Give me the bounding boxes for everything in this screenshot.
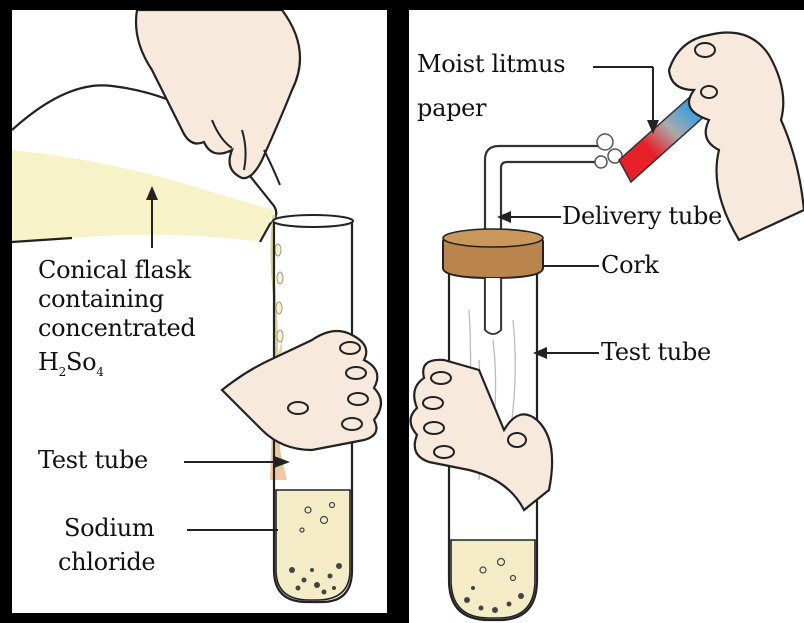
- acid-formula: H2So4: [38, 348, 104, 377]
- sodium-chloride-line-1: Sodium: [64, 514, 154, 543]
- left-panel-acid-pouring: Conical flask containing concentrated H2…: [12, 10, 387, 613]
- acid-drop: [277, 330, 283, 342]
- acid-so: So: [66, 348, 96, 376]
- acid-drop: [276, 302, 282, 314]
- flask-label-line-3: concentrated: [38, 314, 196, 343]
- litmus-label-line-2: paper: [417, 94, 486, 123]
- flask-label-line-2: containing: [38, 285, 164, 314]
- acid-drop: [277, 272, 283, 284]
- sodium-chloride-solid: [276, 490, 350, 600]
- delivery-tube-inner: [485, 278, 501, 334]
- right-holding-hand: [411, 360, 553, 510]
- delivery-tube-label: Delivery tube: [562, 202, 722, 231]
- cork-top: [443, 229, 543, 247]
- gas-puffs: [595, 134, 622, 168]
- flask-label-line-1: Conical flask: [38, 256, 191, 285]
- test-tube-rim: [273, 215, 353, 227]
- acid-sub-4: 4: [96, 365, 103, 379]
- acid-sub-2: 2: [59, 365, 66, 379]
- pouring-hand: [136, 10, 300, 178]
- right-sodium-chloride: [451, 540, 535, 618]
- right-test-tube-label: Test tube: [601, 338, 711, 367]
- cork-label: Cork: [601, 251, 659, 280]
- litmus-label-line-1: Moist litmus: [417, 50, 565, 79]
- left-test-tube-label: Test tube: [38, 446, 148, 475]
- sodium-chloride-line-2: chloride: [58, 548, 155, 577]
- acid-h: H: [38, 348, 59, 376]
- holding-hand: [222, 331, 381, 450]
- test-tube-arrow-right: [533, 347, 547, 359]
- acid-drop: [275, 244, 281, 256]
- delivery-tube-arrow: [497, 211, 511, 223]
- right-panel-gas-test: Moist litmus paper Delivery tube Cork Te…: [409, 10, 804, 623]
